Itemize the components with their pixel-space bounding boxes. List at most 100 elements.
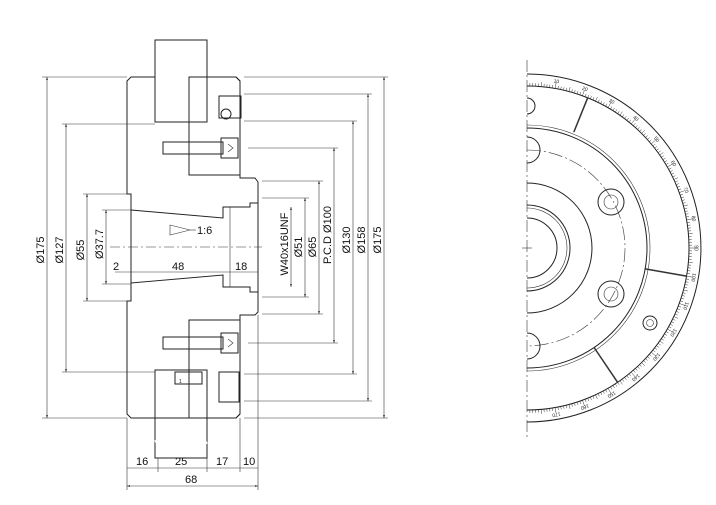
scale-tick [667,163,673,168]
scale-tick [680,194,684,196]
dim-d55: Ø55 [75,240,87,261]
scale-tick [684,207,688,210]
scale-tick [665,331,669,334]
scale-tick [662,336,666,339]
scale-tick [685,278,690,280]
scale-tick [668,167,672,170]
dimensions-left: Ø175 Ø127 Ø55 Ø37.7 2 48 18 [35,76,258,419]
clamp-flange [188,76,241,419]
scale-tick [664,160,668,163]
scale-tick [560,406,562,410]
scale-tick [557,85,559,90]
scale-tick [685,281,689,283]
dim-68: 68 [185,474,197,486]
scale-tick [576,401,579,406]
scale-tick [641,130,645,134]
scale-tick [595,96,598,102]
scale-tick [637,127,640,130]
scale-tick [641,362,645,366]
part-mark: 1 [179,379,182,385]
scale-tick [685,213,689,215]
scale-label: 110 [681,301,689,311]
dim-d130: Ø130 [341,227,353,254]
scale-tick [657,343,661,346]
set-screw [218,95,242,119]
scale-tick [679,303,685,306]
scale-tick [669,170,673,173]
scale-tick [684,286,688,289]
taper-bore [130,202,259,293]
scale-label: 20 [581,86,588,94]
scale-tick [619,111,623,116]
scale-tick [647,356,650,359]
scale-tick [674,313,678,316]
dim-d127: Ø127 [54,237,66,264]
scale-tick [678,305,682,308]
scale-tick [626,375,629,379]
scale-tick [633,370,636,373]
scale-tick [597,393,600,397]
key-slot [218,371,240,403]
scale-tick [554,82,557,89]
bolt-hole [597,188,625,216]
scale-tick [647,137,650,140]
scale-tick [672,318,676,321]
scale-tick [681,295,685,297]
scale-tick [574,90,576,94]
scale-label: 170 [551,410,560,417]
scale-tick [579,91,581,95]
scale-tick [668,326,672,329]
scale-tick [619,380,623,385]
dim-25: 25 [175,456,187,468]
scale-tick [645,135,648,138]
scale-tick [677,308,681,311]
scale-label: 90 [693,245,699,251]
scale-tick [649,139,652,142]
scale-tick [679,190,685,193]
radial-marker [573,97,589,133]
bolt-top [162,137,239,159]
scale-tick [639,364,642,367]
scale-tick [637,366,640,369]
scale-tick [624,377,627,380]
scale-tick [673,316,679,319]
scale-tick [664,333,668,336]
dim-pcd100: P.C.D Ø100 [322,206,334,264]
scale-tick [681,199,685,201]
scale-tick [602,102,605,106]
scale-tick [607,102,612,108]
scale-label: 40 [631,115,639,123]
scale-label: 150 [606,389,616,398]
scale-tick [678,188,682,191]
scale-tick [571,403,573,407]
scale-tick [610,106,613,110]
scale-tick [639,129,642,132]
scale-tick [563,87,565,91]
dimensions-bottom: 16 25 17 10 68 [126,315,259,490]
scale-tick [600,100,603,104]
scale-tick [652,349,656,353]
scale-label: 140 [630,372,640,382]
scale-tick [568,404,571,409]
scale-tick [622,114,625,118]
scale-tick [662,157,666,160]
scale-tick [584,93,587,97]
scale-label: 70 [682,187,690,194]
scale-tick [667,328,673,333]
bolt-hole [597,280,625,308]
scale-tick [592,97,595,101]
dim-d175-left: Ø175 [35,237,47,264]
scale-tick [643,360,646,363]
scale-tick [672,175,676,178]
scale-tick [680,297,685,300]
dim-18: 18 [235,261,247,273]
scale-tick [628,373,632,377]
scale-tick [656,148,659,151]
scale-tick [659,152,664,156]
scale-tick [565,87,568,91]
scale-tick [568,87,571,92]
scale-label: 80 [690,215,697,222]
scale-tick [582,90,585,96]
section-view: 1 1:6 [110,39,262,459]
scale-tick [584,399,587,403]
